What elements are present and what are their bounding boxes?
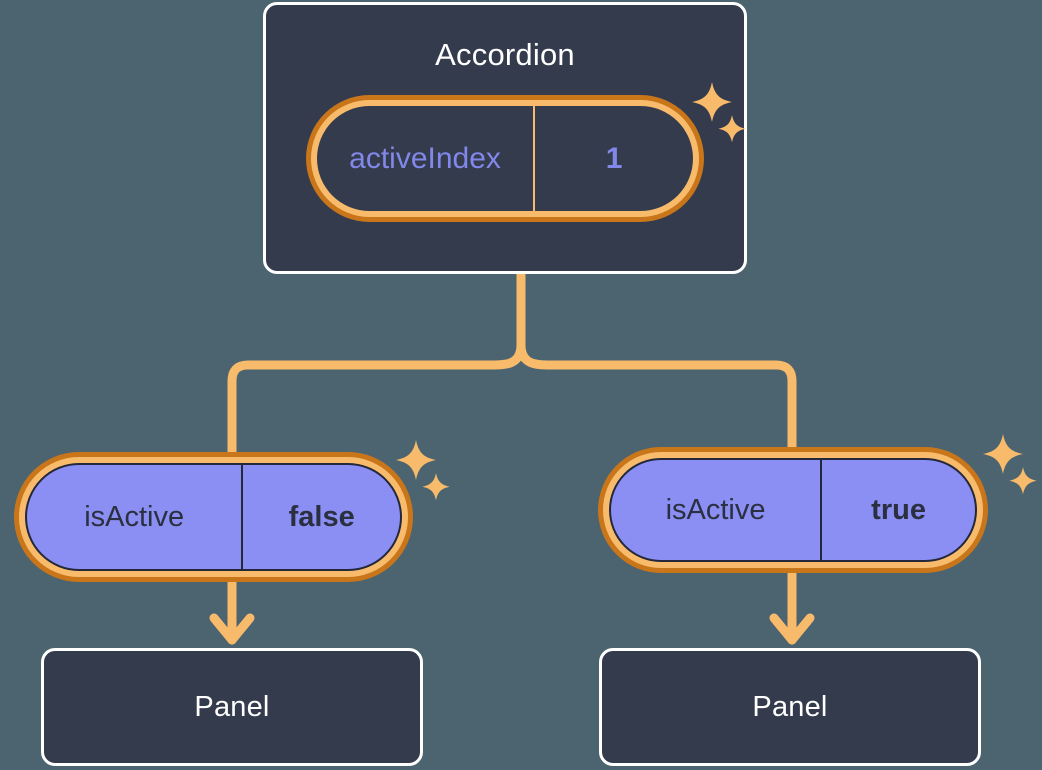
sparkle-large-icon xyxy=(983,434,1023,474)
pill-inner-ring: isActive true xyxy=(603,452,983,568)
wire-branch-right xyxy=(516,340,797,452)
state-key-label: isActive xyxy=(27,465,244,569)
arrowhead-right xyxy=(769,613,815,645)
pill-inner-ring: activeIndex 1 xyxy=(311,100,699,217)
state-pill-is-active-false[interactable]: isActive false xyxy=(14,452,413,582)
state-pill-active-index[interactable]: activeIndex 1 xyxy=(306,95,704,222)
pill-outer-ring: isActive true xyxy=(598,447,988,573)
pill-body: activeIndex 1 xyxy=(317,106,693,211)
sparkle-small-icon xyxy=(1009,467,1037,495)
pill-inner-ring: isActive false xyxy=(19,457,408,577)
component-card-panel-left[interactable]: Panel xyxy=(41,648,423,766)
component-title: Panel xyxy=(194,690,270,723)
component-title: Panel xyxy=(752,690,828,723)
wire-branch-left xyxy=(227,340,526,457)
state-value-label: 1 xyxy=(605,141,623,175)
pill-body: isActive false xyxy=(25,463,402,571)
state-key-label: activeIndex xyxy=(317,106,536,211)
pill-body: isActive true xyxy=(609,458,977,562)
pill-outer-ring: isActive false xyxy=(14,452,413,582)
state-key-label: isActive xyxy=(611,460,823,560)
pill-outer-ring: activeIndex 1 xyxy=(306,95,704,222)
sparkle-decoration-right xyxy=(979,434,1039,509)
arrowhead-left xyxy=(209,613,255,645)
state-value-label: true xyxy=(871,493,926,526)
component-title: Accordion xyxy=(435,37,575,72)
sparkle-small-icon xyxy=(422,473,450,501)
state-pill-is-active-true[interactable]: isActive true xyxy=(598,447,988,573)
state-value-label: false xyxy=(288,500,355,533)
component-card-panel-right[interactable]: Panel xyxy=(599,648,981,766)
